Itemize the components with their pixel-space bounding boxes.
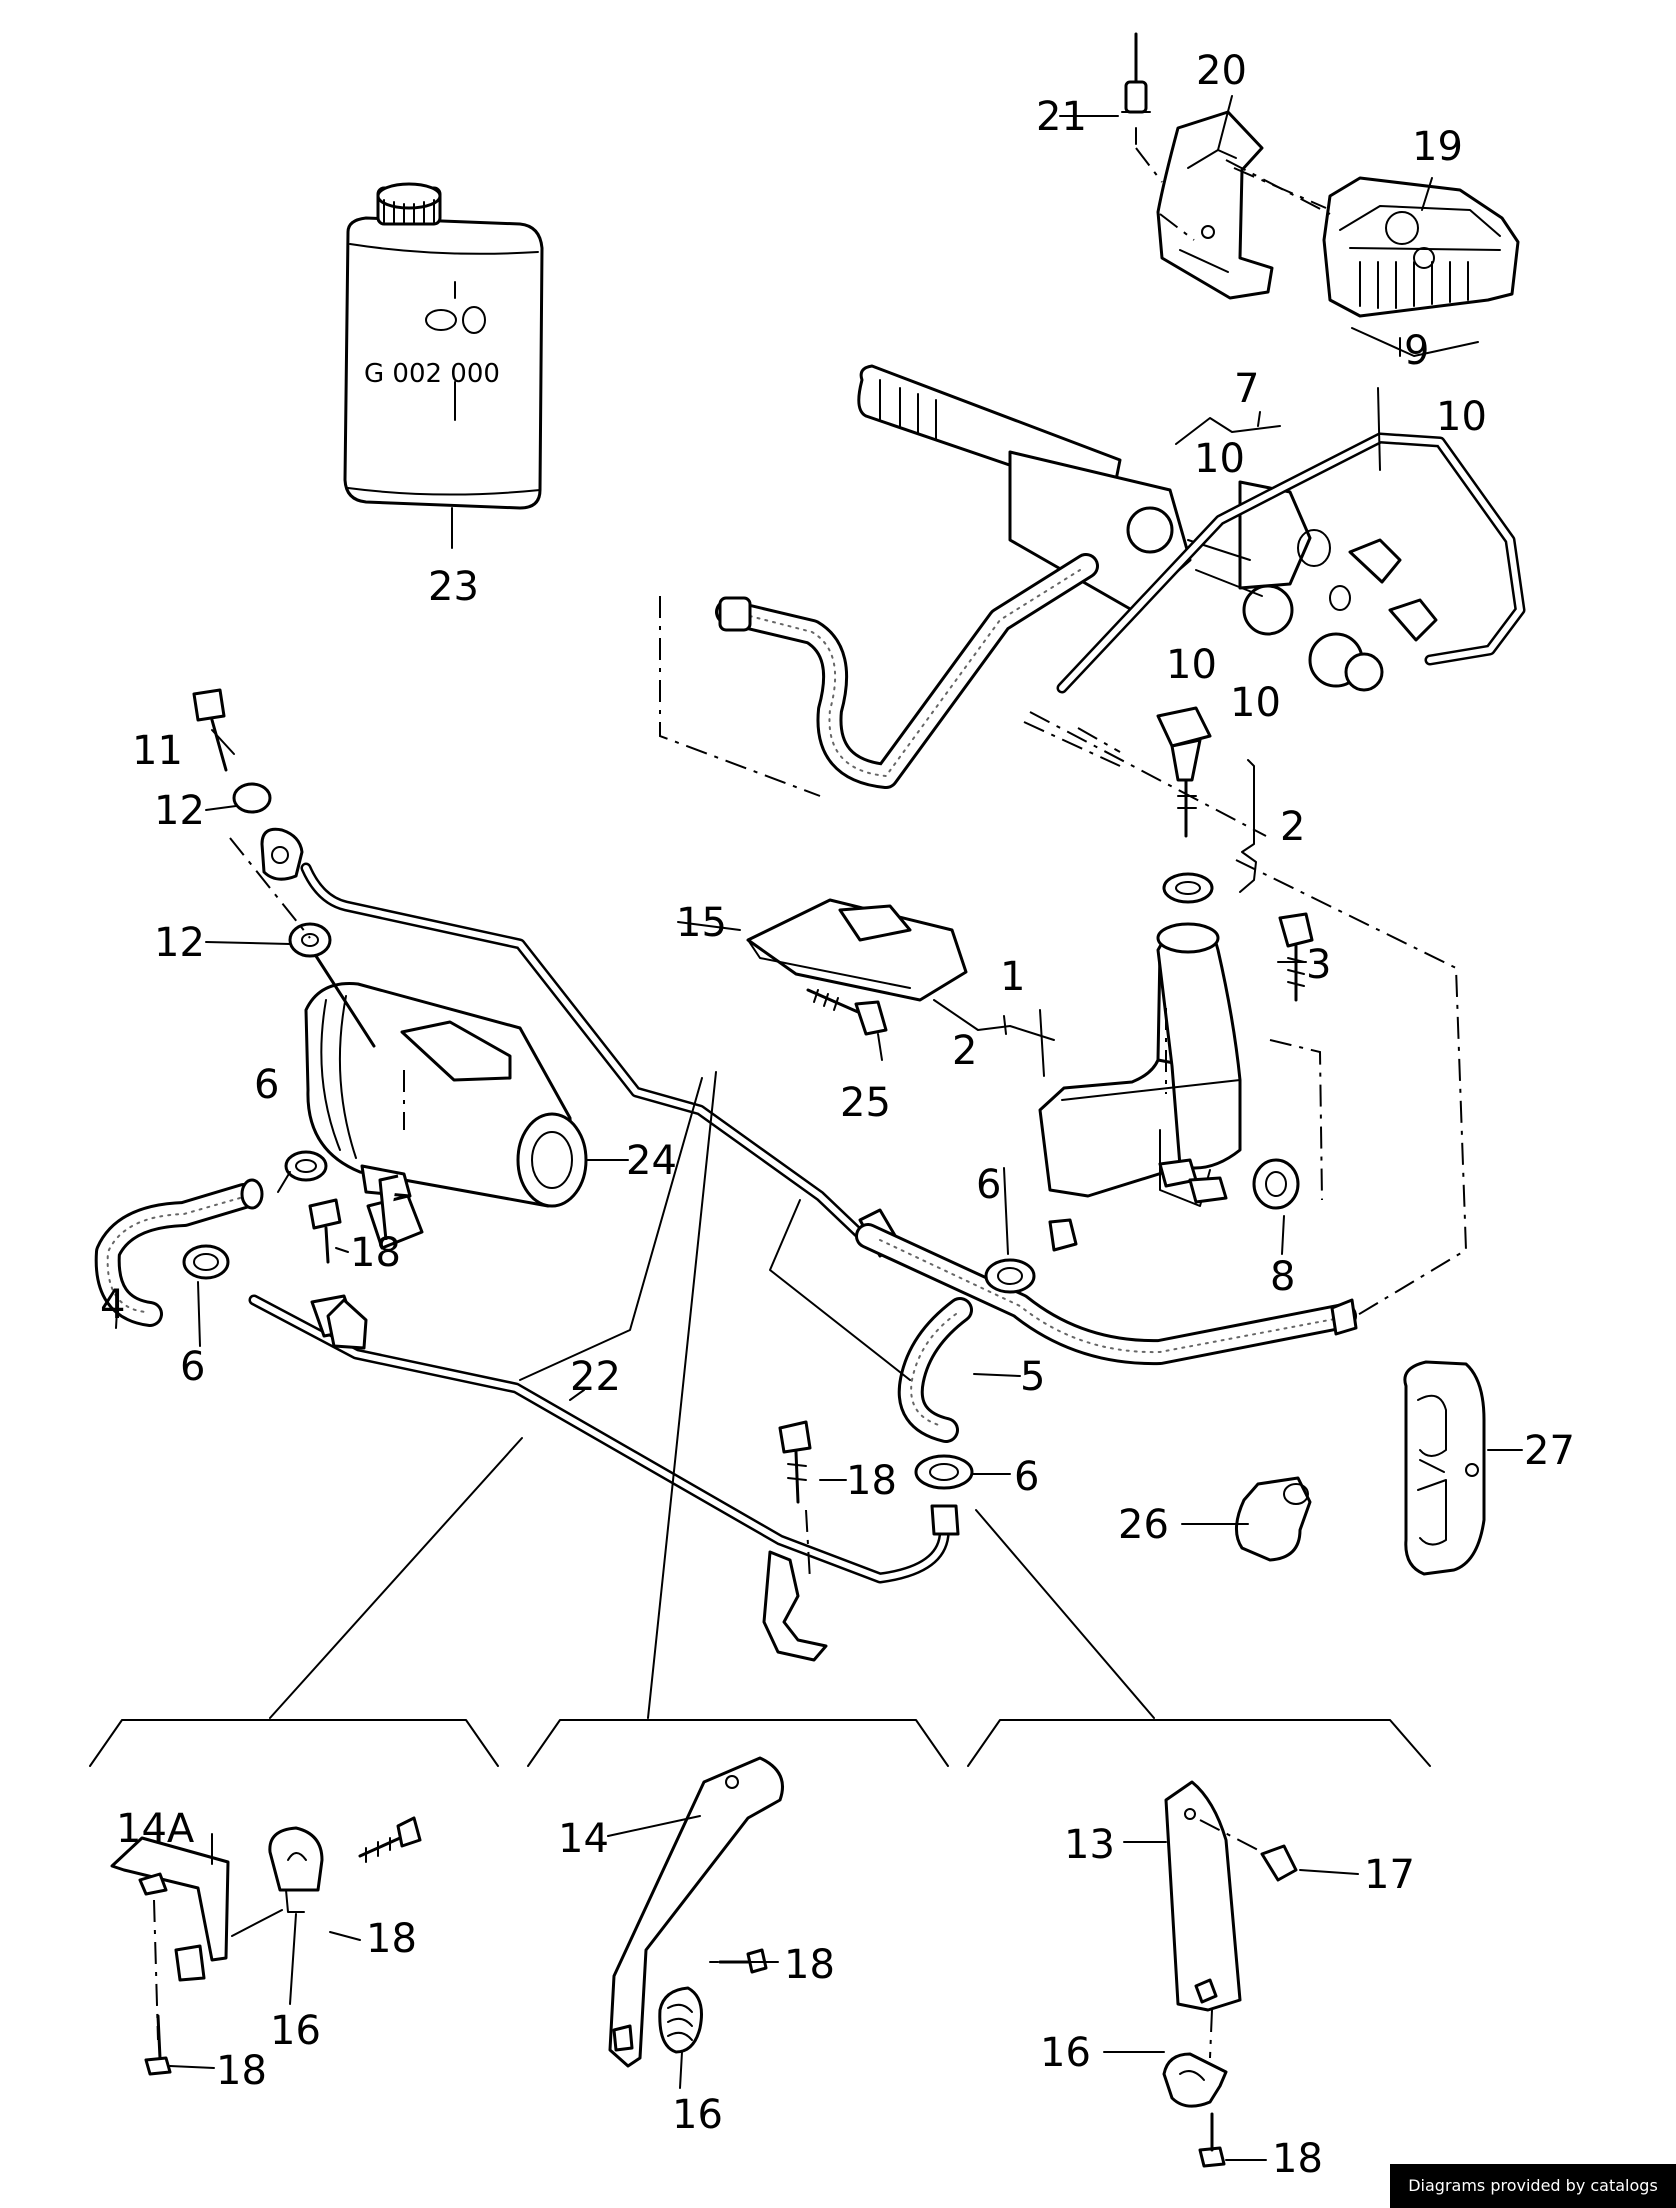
slave-cylinder-24: [304, 982, 588, 1208]
callout-10-a: 10: [1436, 394, 1487, 440]
callout-9: 9: [1404, 328, 1429, 374]
reservoir-1: [1038, 922, 1242, 1252]
relay-19: [1322, 176, 1520, 318]
callout-26: 26: [1118, 1502, 1169, 1548]
callout-19: 19: [1412, 124, 1463, 170]
callout-12-b: 12: [154, 920, 205, 966]
callout-13: 13: [1064, 1822, 1115, 1868]
detail-13: [1162, 1780, 1298, 2168]
callout-18-e: 18: [784, 1942, 835, 1988]
callout-16-b: 16: [672, 2092, 723, 2138]
callout-21: 21: [1036, 94, 1087, 140]
bolt-11: [192, 688, 228, 772]
callout-labels: 21 20 19 9 10 7 10 10 10 23 2 3 15 1 2 2…: [100, 48, 1575, 2182]
master-cylinder-assembly: [857, 364, 1384, 692]
callout-1: 1: [1000, 954, 1025, 1000]
leader-lines: [115, 95, 1523, 1525]
clamp-26: [1235, 1476, 1312, 1562]
callout-11: 11: [132, 728, 183, 774]
callout-7: 7: [1234, 366, 1259, 412]
can-part-code: G 002 000: [364, 359, 500, 389]
hose-clamps-6: [182, 1150, 1300, 1490]
callout-6-d: 6: [1014, 1454, 1039, 1500]
bolt-25: [806, 988, 888, 1036]
callout-18-d: 18: [216, 2048, 267, 2094]
callout-6-a: 6: [254, 1062, 279, 1108]
callout-24: 24: [626, 1138, 677, 1184]
callout-18-a: 18: [350, 1230, 401, 1276]
callout-5: 5: [1020, 1354, 1045, 1400]
callout-6-b: 6: [976, 1162, 1001, 1208]
callout-6-c: 6: [180, 1344, 205, 1390]
callout-4: 4: [100, 1282, 125, 1328]
callout-17: 17: [1364, 1852, 1415, 1898]
callout-8: 8: [1270, 1254, 1295, 1300]
callout-2-a: 2: [1280, 804, 1305, 850]
callout-10-d: 10: [1230, 680, 1281, 726]
callout-18-b: 18: [846, 1458, 897, 1504]
callout-10-c: 10: [1166, 642, 1217, 688]
callout-15: 15: [676, 900, 727, 946]
washer-12-lower: [288, 922, 332, 958]
bracket-20: [1156, 110, 1274, 300]
callout-22: 22: [570, 1354, 621, 1400]
bolt-3: [1278, 912, 1314, 1002]
bolt-18-mid-left: [308, 1198, 342, 1264]
callout-25: 25: [840, 1080, 891, 1126]
callout-14: 14: [558, 1816, 609, 1862]
detail-14: [608, 1756, 784, 2089]
rivet-21: [1121, 32, 1151, 145]
callout-2-b: 2: [952, 1028, 977, 1074]
callout-3: 3: [1306, 942, 1331, 988]
bolt-18-mid-right: [778, 1420, 812, 1504]
callout-12-a: 12: [154, 788, 205, 834]
bracket-15: [746, 898, 968, 1002]
callout-23: 23: [428, 564, 479, 610]
callout-16-a: 16: [270, 2008, 321, 2054]
callout-20: 20: [1196, 48, 1247, 94]
attribution-footer: Diagrams provided by catalogs parts: [1390, 2164, 1676, 2208]
callout-14a: 14A: [116, 1806, 195, 1852]
detail-14a: [110, 1816, 422, 2076]
callout-16-c: 16: [1040, 2030, 1091, 2076]
hydraulic-fluid-can: G 002 000: [343, 182, 544, 510]
callout-18-f: 18: [1272, 2136, 1323, 2182]
clip-27: [1403, 1360, 1486, 1576]
reservoir-cap-2: [1156, 706, 1214, 904]
washer-12-upper: [232, 782, 272, 814]
callout-27: 27: [1524, 1428, 1575, 1474]
callout-10-b: 10: [1194, 436, 1245, 482]
callout-18-c: 18: [366, 1916, 417, 1962]
